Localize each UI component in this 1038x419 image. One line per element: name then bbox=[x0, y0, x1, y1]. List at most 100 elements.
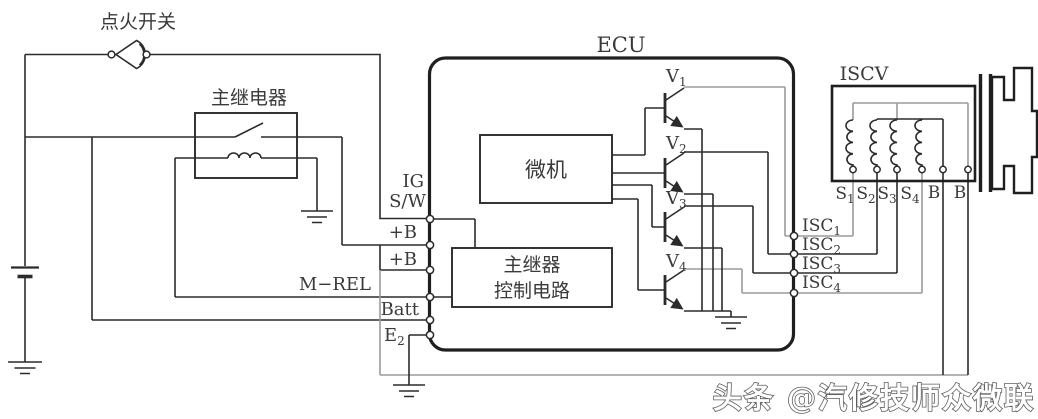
pin-label-s4: S4 bbox=[900, 184, 920, 206]
wire-bottom-bus bbox=[379, 270, 968, 376]
wire bbox=[408, 334, 426, 385]
main-relay-label: 主继电器 bbox=[211, 87, 287, 109]
transistor-v1 bbox=[663, 87, 685, 128]
wire-igsw-to-relaycontrol bbox=[434, 218, 476, 247]
relay-control-label-line1: 主继器 bbox=[503, 254, 560, 276]
ground-lines bbox=[8, 361, 42, 375]
iscv-internal-wiring bbox=[845, 102, 969, 166]
pin-label-isc2: ISC2 bbox=[802, 235, 841, 257]
switch-contact-right bbox=[142, 50, 151, 59]
pin-label-sw: S/W bbox=[389, 191, 426, 212]
wire-v2-collector bbox=[684, 151, 791, 255]
wire-coil-common-2 bbox=[876, 118, 944, 166]
iscv-coil-s4-icon bbox=[914, 119, 923, 166]
wire-isc2-s2 bbox=[798, 173, 878, 255]
terminal-isc2 bbox=[789, 249, 799, 259]
wire-micro-out4 bbox=[612, 198, 664, 291]
transistor-emitter-arrow bbox=[665, 180, 684, 193]
wires-ecu-internal bbox=[434, 86, 791, 330]
pin-label-s2: S2 bbox=[856, 184, 875, 206]
pin-label-s1: S1 bbox=[835, 184, 854, 206]
ground-lines bbox=[301, 210, 333, 224]
pin-label-plus-b-1: +B bbox=[389, 222, 417, 243]
ground-icon-relay bbox=[301, 210, 333, 224]
ecu-terminals-right bbox=[789, 231, 799, 298]
transistor-v4 bbox=[663, 269, 685, 310]
iscv-terminals bbox=[849, 165, 972, 174]
transistor-v4-label: V4 bbox=[665, 251, 687, 274]
wire-micro-out1 bbox=[612, 107, 664, 156]
ignition-switch-icon bbox=[107, 39, 151, 70]
pin-label-e2-base: E bbox=[384, 325, 397, 346]
microcomputer-box bbox=[479, 134, 613, 204]
terminal-plus-b-1 bbox=[425, 240, 435, 250]
pin-label-plus-b-2: +B bbox=[389, 249, 417, 270]
pin-label-s3: S3 bbox=[877, 184, 896, 206]
terminal-batt bbox=[425, 315, 435, 325]
wire-v2-emitter bbox=[684, 193, 714, 311]
valve-outline bbox=[990, 66, 1038, 195]
transistor-v2-label: V2 bbox=[665, 133, 687, 156]
terminal-s1 bbox=[849, 165, 857, 174]
terminal-isc3 bbox=[789, 268, 799, 278]
wire-v1-collector bbox=[684, 86, 791, 237]
wires-battery-ignition-net bbox=[24, 53, 426, 362]
ground-icon-battery bbox=[8, 361, 42, 375]
terminal-m-rel bbox=[425, 292, 435, 302]
wire bbox=[91, 137, 426, 321]
main-relay bbox=[174, 112, 426, 298]
wires-supply-bus bbox=[379, 245, 968, 376]
pin-label-isc1: ISC1 bbox=[802, 216, 841, 238]
terminal-b2 bbox=[964, 165, 972, 174]
terminal-s3 bbox=[893, 165, 901, 174]
iscv-coil-s2-icon bbox=[869, 119, 878, 166]
ground-icon-emitters bbox=[715, 316, 747, 330]
relay-contact-blade bbox=[234, 122, 264, 138]
transistor-v3 bbox=[663, 206, 685, 247]
wire-micro-out3 bbox=[612, 184, 664, 228]
transistor-v1-label: V1 bbox=[665, 66, 687, 89]
terminal-isc1 bbox=[789, 231, 799, 241]
ignition-switch-label: 点火开关 bbox=[100, 11, 176, 33]
battery-icon bbox=[11, 266, 39, 279]
pin-label-e2: E2 bbox=[384, 325, 405, 348]
terminal-s2 bbox=[873, 165, 881, 174]
transistor-emitter-arrow bbox=[665, 234, 684, 247]
relay-coil-icon bbox=[227, 152, 262, 159]
iscv-coil-s3-icon bbox=[889, 119, 898, 166]
pin-label-isc4: ISC4 bbox=[802, 273, 841, 295]
switch-contact-left bbox=[107, 50, 116, 59]
wire-b-terminals bbox=[942, 173, 969, 375]
transistor-collector bbox=[665, 269, 685, 283]
wire bbox=[150, 53, 426, 220]
wire-v1-emitter bbox=[684, 128, 703, 311]
wire-emitter-bus bbox=[684, 310, 732, 317]
wire bbox=[379, 245, 426, 271]
terminal-ig-sw bbox=[425, 214, 435, 224]
wire-isc3-s3 bbox=[798, 173, 898, 274]
wires-isc-net bbox=[798, 173, 969, 375]
watermark: 头条 @汽修技师众微联 bbox=[713, 381, 1035, 415]
pin-label-b1: B bbox=[928, 183, 941, 203]
terminal-b1 bbox=[939, 165, 947, 174]
wire-v3-emitter bbox=[684, 247, 723, 311]
pin-label-b2: B bbox=[954, 183, 967, 203]
transistor-collector bbox=[665, 206, 685, 220]
wire-coil-to-mrel bbox=[174, 158, 426, 298]
ground-icon-e2 bbox=[393, 384, 425, 398]
terminal-s4 bbox=[918, 165, 926, 174]
transistor-collector bbox=[665, 87, 685, 101]
iscv-coil-s1-icon bbox=[845, 119, 854, 166]
pin-label-e2-sub: 2 bbox=[397, 334, 405, 348]
terminal-isc4 bbox=[789, 288, 799, 298]
pin-label-m-rel: M−REL bbox=[299, 274, 371, 295]
wire-coil-common-1 bbox=[852, 102, 969, 166]
wires-e2-ground bbox=[393, 334, 426, 398]
pin-label-ig: IG bbox=[403, 171, 425, 192]
ecu-terminals-left bbox=[425, 214, 435, 340]
transistor-emitter-arrow bbox=[665, 115, 684, 128]
transistor-emitter-arrow bbox=[665, 297, 684, 310]
terminal-plus-b-2 bbox=[425, 265, 435, 275]
